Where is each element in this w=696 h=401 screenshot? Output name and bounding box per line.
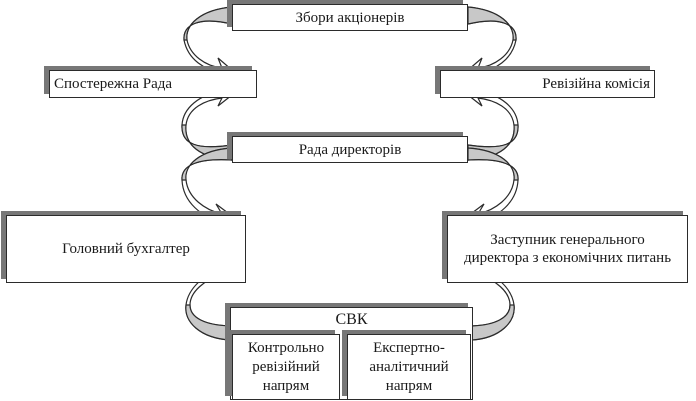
node-chief-accountant: Головний бухгалтер bbox=[6, 215, 246, 283]
node-svk-expert-analytic: Експертно-аналітичний напрям bbox=[347, 334, 471, 400]
node-svk-control-audit: Контрольно ревізійний напрям bbox=[232, 334, 340, 400]
node-shareholders: Збори акціонерів bbox=[232, 4, 468, 31]
node-deputy-director-label: Заступник генерального директора з еконо… bbox=[463, 232, 672, 266]
node-board-of-directors-label: Рада директорів bbox=[298, 141, 402, 158]
node-audit-commission: Ревізійна комісія bbox=[440, 70, 655, 98]
node-supervisory-board: Спостережна Рада bbox=[49, 70, 257, 98]
node-svk-control-audit-label: Контрольно ревізійний напрям bbox=[247, 339, 325, 394]
node-board-of-directors: Рада директорів bbox=[232, 136, 468, 163]
node-supervisory-board-label: Спостережна Рада bbox=[54, 76, 173, 92]
node-shareholders-label: Збори акціонерів bbox=[295, 9, 405, 26]
node-chief-accountant-label: Головний бухгалтер bbox=[62, 241, 190, 257]
node-audit-commission-label: Ревізійна комісія bbox=[542, 76, 650, 92]
node-svk-title: СВК bbox=[335, 311, 368, 328]
node-svk-expert-analytic-label: Експертно-аналітичний напрям bbox=[369, 339, 449, 394]
node-deputy-director: Заступник генерального директора з еконо… bbox=[447, 215, 688, 283]
